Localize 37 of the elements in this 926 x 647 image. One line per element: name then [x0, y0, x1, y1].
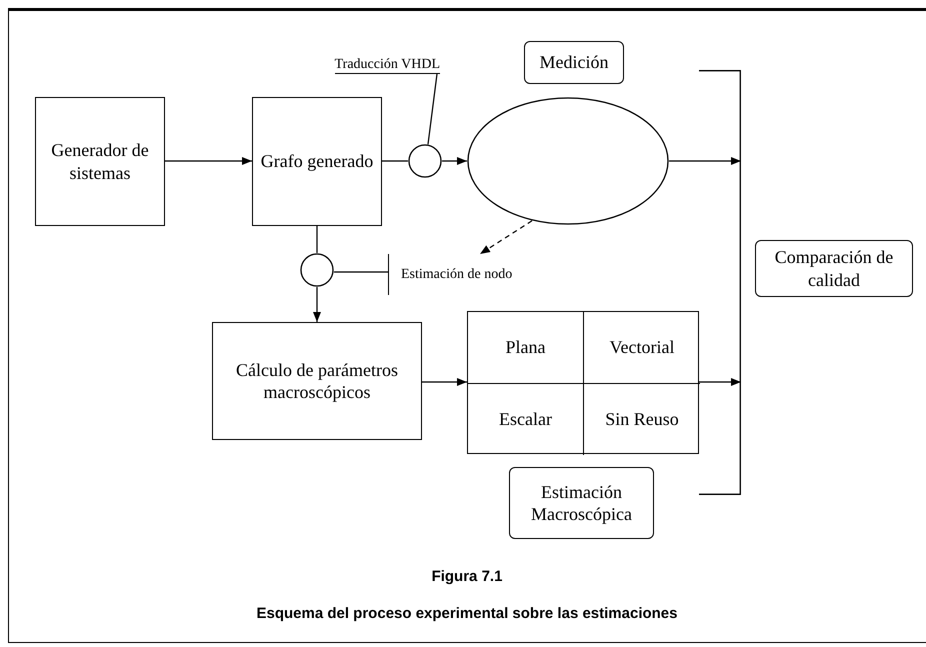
arrow	[442, 157, 467, 165]
node-label: Estimación de nodo	[401, 266, 512, 284]
arrow	[699, 378, 741, 386]
connector-line	[334, 271, 388, 273]
figure-caption: Esquema del proceso experimental sobre las estimaciones	[256, 604, 678, 624]
process-box	[252, 97, 382, 226]
node-label: Estimación Macroscópica	[530, 480, 633, 526]
node-label: Generador de sistemas	[50, 139, 150, 184]
node-label: Comparación de calidad	[774, 246, 894, 291]
node-label: Grafo generado	[260, 150, 374, 173]
node-label: Vectorial	[610, 336, 674, 358]
process-box	[212, 322, 422, 440]
arrow	[669, 157, 741, 165]
junction-circle	[408, 144, 442, 178]
connector-line	[316, 226, 318, 253]
arrow	[480, 220, 532, 254]
figure-number: Figura 7.1	[432, 567, 502, 587]
table-cell	[468, 312, 584, 384]
rounded-box	[524, 41, 624, 84]
node-label: Sin Reuso	[605, 408, 679, 430]
rounded-box	[755, 240, 913, 297]
arrow	[165, 157, 252, 165]
matrix-table	[467, 311, 699, 454]
arrow	[313, 287, 321, 322]
node-label: Escalar	[499, 408, 552, 430]
rounded-box	[509, 467, 654, 539]
arrow	[422, 378, 467, 386]
node-label: Medición	[540, 51, 608, 74]
process-box	[35, 97, 165, 226]
node-label: Plana	[506, 336, 546, 358]
junction-circle	[300, 253, 334, 287]
connector-line	[382, 160, 408, 162]
collector-bracket	[699, 70, 741, 495]
node-label: Cálculo de parámetros macroscópicos	[235, 358, 399, 404]
node-label: Traducción VHDL	[334, 56, 440, 74]
connector-line	[427, 74, 438, 144]
process-ellipse	[467, 97, 669, 225]
